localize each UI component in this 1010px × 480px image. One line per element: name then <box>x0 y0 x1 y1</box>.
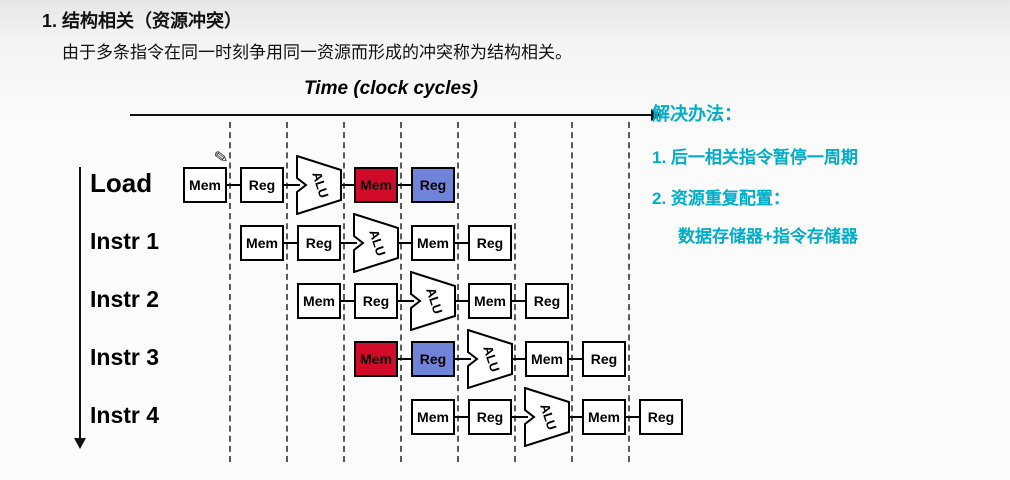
stage-connector <box>452 358 471 360</box>
stage-mem: Mem <box>297 283 341 319</box>
stage-connector <box>452 416 471 418</box>
stage-reg: Reg <box>411 167 455 203</box>
stage-mem: Mem <box>411 225 455 261</box>
cycle-gridline <box>343 122 345 462</box>
stage-connector <box>395 300 414 302</box>
stage-connector <box>338 300 357 302</box>
stage-reg: Reg <box>525 283 569 319</box>
stage-connector <box>338 184 357 186</box>
stage-alu: ALU <box>296 155 342 215</box>
cycle-gridline <box>457 122 459 462</box>
stage-connector <box>623 416 642 418</box>
stage-connector <box>395 358 414 360</box>
solution-notes: 解决办法： 1. 后一相关指令暂停一周期 2. 资源重复配置： 数据存储器+指令… <box>652 100 1002 263</box>
arrowhead-down-icon <box>74 438 86 449</box>
time-axis-arrow <box>130 109 662 121</box>
row-label: Instr 4 <box>90 402 160 428</box>
stage-connector <box>281 184 300 186</box>
instruction-order-arrow <box>74 167 86 449</box>
stage-mem: Mem <box>354 341 398 377</box>
stage-connector <box>395 184 414 186</box>
stage-reg: Reg <box>297 225 341 261</box>
stage-connector <box>452 242 471 244</box>
row-label: Load <box>90 168 153 198</box>
notes-heading: 解决办法： <box>652 104 742 124</box>
row-label: Instr 2 <box>90 286 160 312</box>
stage-connector <box>281 242 300 244</box>
stage-mem: Mem <box>468 283 512 319</box>
stage-connector <box>566 358 585 360</box>
cycle-gridline <box>628 122 630 462</box>
row-label: Instr 3 <box>90 344 160 370</box>
cycle-gridline <box>229 122 231 462</box>
pencil-icon: ✎ <box>212 147 230 168</box>
stage-mem: Mem <box>183 167 227 203</box>
stage-connector <box>509 300 528 302</box>
stage-reg: Reg <box>639 399 683 435</box>
stage-connector <box>452 300 471 302</box>
stage-mem: Mem <box>582 399 626 435</box>
stage-reg: Reg <box>468 399 512 435</box>
arrowhead-right-icon <box>651 109 662 121</box>
page-subtitle: 由于多条指令在同一时刻争用同一资源而形成的冲突称为结构相关。 <box>62 43 572 62</box>
cycle-gridline <box>514 122 516 462</box>
stage-reg: Reg <box>354 283 398 319</box>
stage-connector <box>224 184 243 186</box>
cycle-gridline <box>571 122 573 462</box>
stage-connector <box>509 416 528 418</box>
stage-reg: Reg <box>411 341 455 377</box>
cycle-gridline <box>400 122 402 462</box>
stage-alu: ALU <box>467 329 513 389</box>
stage-connector <box>395 242 414 244</box>
stage-mem: Mem <box>411 399 455 435</box>
stage-connector <box>338 242 357 244</box>
stage-reg: Reg <box>240 167 284 203</box>
stage-mem: Mem <box>354 167 398 203</box>
stage-reg: Reg <box>468 225 512 261</box>
page-title: 1. 结构相关（资源冲突） <box>42 11 243 31</box>
stage-alu: ALU <box>353 213 399 273</box>
time-axis-label: Time (clock cycles) <box>304 78 478 99</box>
stage-mem: Mem <box>240 225 284 261</box>
note-item: 数据存储器+指令存储器 <box>678 227 858 246</box>
stage-connector <box>509 358 528 360</box>
stage-alu: ALU <box>524 387 570 447</box>
stage-connector <box>566 416 585 418</box>
row-label: Instr 1 <box>90 228 160 254</box>
cycle-gridline <box>286 122 288 462</box>
stage-reg: Reg <box>582 341 626 377</box>
stage-alu: ALU <box>410 271 456 331</box>
stage-mem: Mem <box>525 341 569 377</box>
note-item: 1. 后一相关指令暂停一周期 <box>652 148 858 167</box>
note-item: 2. 资源重复配置： <box>652 189 790 208</box>
